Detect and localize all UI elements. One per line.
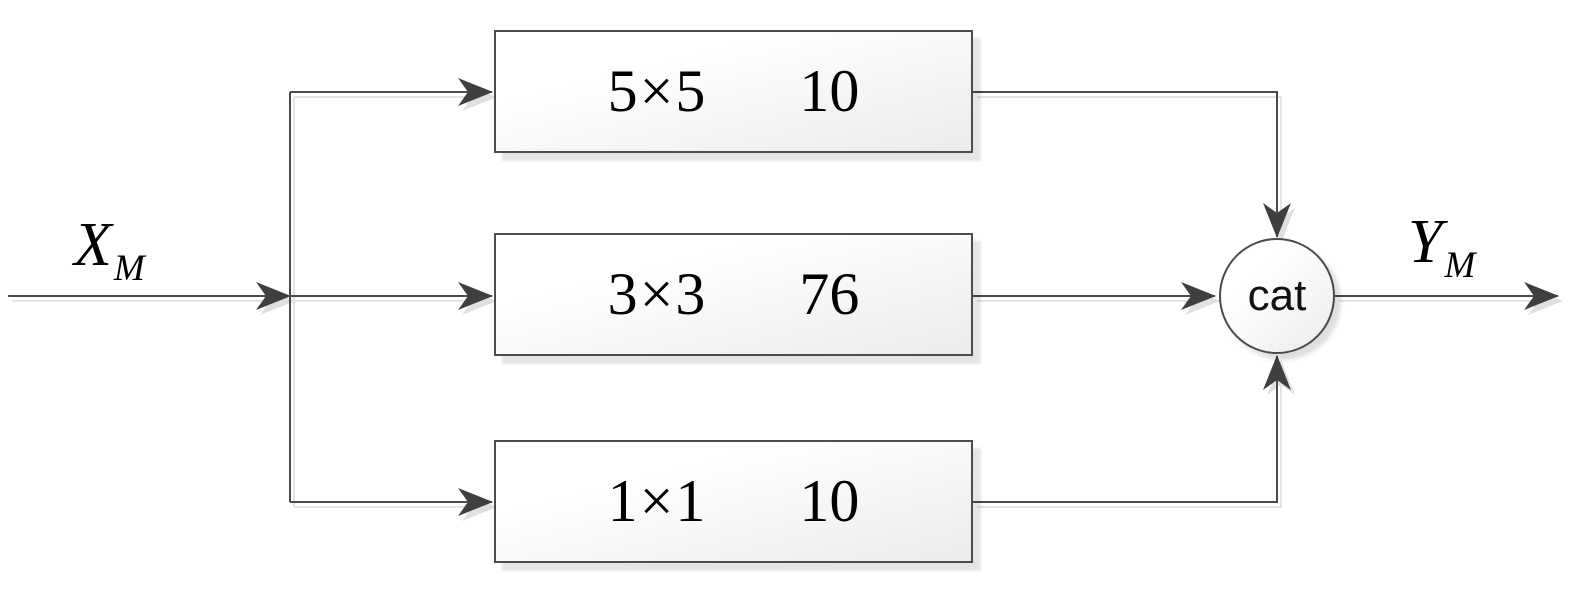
conv-box-3x3-filters: 76 (799, 261, 860, 327)
out-bot-shadow (977, 360, 1295, 508)
out-top-line (973, 91, 1291, 238)
input-label-subscript: M (113, 248, 145, 289)
conv-box-5x5-filters: 10 (799, 58, 860, 124)
output-label: YM (1408, 207, 1475, 287)
conv-box-3x3-kernel: 3×3 (607, 261, 708, 327)
output-label-subscript: M (1444, 245, 1476, 286)
conv-box-5x5: 5×5 10 (494, 30, 973, 153)
connectors (8, 78, 1559, 516)
input-label: XM (74, 210, 145, 290)
concat-node-label: cat (1247, 271, 1307, 320)
output-label-base: Y (1408, 208, 1443, 276)
conv-box-5x5-kernel: 5×5 (607, 58, 708, 124)
input-label-base: X (74, 211, 112, 279)
conv-box-1x1-kernel: 1×1 (607, 468, 708, 534)
concat-node: cat (1219, 238, 1335, 354)
conv-box-1x1-filters: 10 (799, 468, 860, 534)
out-bot-line (973, 355, 1291, 503)
out-top-shadow (977, 96, 1295, 243)
conv-box-1x1: 1×1 10 (494, 440, 973, 563)
conv-box-3x3: 3×3 76 (494, 233, 973, 356)
